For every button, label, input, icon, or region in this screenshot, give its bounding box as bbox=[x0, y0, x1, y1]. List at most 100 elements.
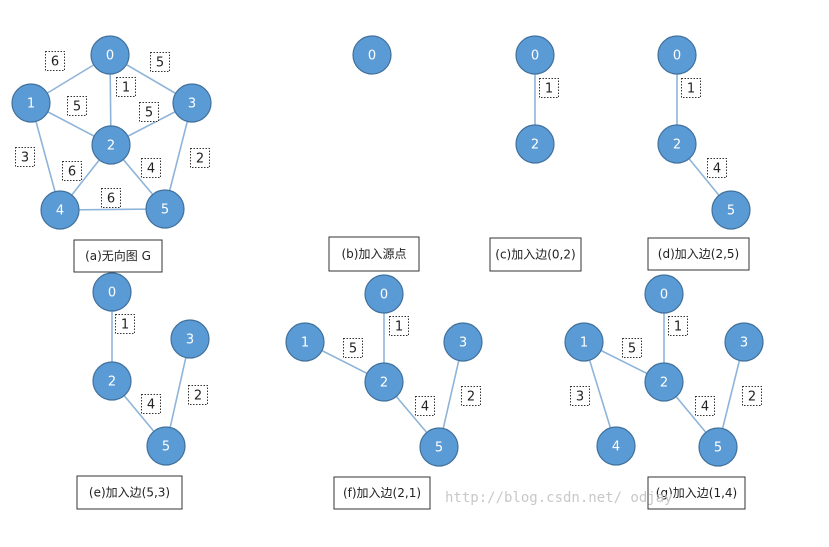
node-1: 1 bbox=[564, 322, 604, 362]
weight-box-frame bbox=[116, 77, 136, 97]
node-label: 0 bbox=[106, 49, 114, 64]
node-2: 2 bbox=[364, 362, 404, 402]
weight-box-0-2: 1 bbox=[668, 316, 688, 336]
node-circle bbox=[698, 427, 738, 467]
caption-label: (b)加入源点 bbox=[342, 247, 407, 261]
node-0: 0 bbox=[90, 35, 130, 75]
node-label: 2 bbox=[673, 138, 681, 153]
node-label: 0 bbox=[531, 49, 539, 64]
node-circle bbox=[515, 35, 555, 75]
weight-box-1-4: 3 bbox=[15, 147, 35, 167]
weight-box-3-5: 2 bbox=[461, 386, 481, 406]
node-label: 5 bbox=[161, 203, 169, 218]
caption-frame bbox=[73, 239, 163, 273]
weight-label: 4 bbox=[421, 400, 429, 415]
node-1: 1 bbox=[285, 322, 325, 362]
node-circle bbox=[711, 190, 751, 230]
node-circle bbox=[11, 83, 51, 123]
node-5: 5 bbox=[698, 427, 738, 467]
node-3: 3 bbox=[724, 322, 764, 362]
weight-box-3-5: 2 bbox=[742, 386, 762, 406]
node-5: 5 bbox=[145, 189, 185, 229]
weight-box-frame bbox=[141, 394, 161, 414]
weight-label: 6 bbox=[68, 165, 76, 180]
node-label: 4 bbox=[56, 204, 64, 219]
weight-box-frame bbox=[622, 338, 642, 358]
node-label: 0 bbox=[380, 288, 388, 303]
node-label: 2 bbox=[107, 139, 115, 154]
weight-label: 5 bbox=[156, 56, 164, 71]
caption-label: (f)加入边(2,1) bbox=[343, 486, 421, 500]
weight-label: 5 bbox=[145, 106, 153, 121]
node-circle bbox=[657, 35, 697, 75]
node-1: 1 bbox=[11, 83, 51, 123]
node-label: 2 bbox=[660, 376, 668, 391]
node-5: 5 bbox=[146, 426, 186, 466]
node-circle bbox=[285, 322, 325, 362]
node-circle bbox=[352, 35, 392, 75]
caption-b: (b)加入源点 bbox=[328, 236, 420, 272]
caption-label: (a)无向图 G bbox=[85, 248, 151, 263]
weight-box-frame bbox=[141, 158, 161, 178]
node-label: 1 bbox=[580, 336, 588, 351]
weight-label: 2 bbox=[194, 389, 202, 404]
node-2: 2 bbox=[644, 362, 684, 402]
node-circle bbox=[724, 322, 764, 362]
node-label: 0 bbox=[368, 49, 376, 64]
node-circle bbox=[657, 124, 697, 164]
weight-box-3-5: 2 bbox=[190, 148, 210, 168]
weight-box-0-3: 5 bbox=[150, 52, 170, 72]
weight-box-2-5: 4 bbox=[141, 394, 161, 414]
weight-box-0-2: 1 bbox=[116, 77, 136, 97]
weight-box-0-1: 6 bbox=[45, 51, 65, 71]
caption-c: (c)加入边(0,2) bbox=[489, 237, 582, 272]
node-0: 0 bbox=[92, 272, 132, 312]
weight-label: 1 bbox=[395, 320, 403, 335]
node-circle bbox=[40, 190, 80, 230]
panel-c: 10 2 (c)加入边(0,2) bbox=[489, 35, 582, 272]
node-circle bbox=[364, 274, 404, 314]
weight-label: 1 bbox=[121, 318, 129, 333]
weight-label: 1 bbox=[122, 81, 130, 96]
caption-f: (f)加入边(2,1) bbox=[333, 476, 431, 510]
node-label: 5 bbox=[435, 441, 443, 456]
weight-label: 2 bbox=[467, 390, 475, 405]
weight-box-0-2: 1 bbox=[539, 78, 559, 98]
node-label: 1 bbox=[301, 336, 309, 351]
node-label: 2 bbox=[531, 138, 539, 153]
weight-label: 4 bbox=[713, 162, 721, 177]
node-label: 3 bbox=[188, 97, 196, 112]
weight-box-frame bbox=[415, 396, 435, 416]
node-label: 3 bbox=[186, 333, 194, 348]
caption-frame bbox=[328, 236, 420, 272]
caption-a: (a)无向图 G bbox=[73, 239, 163, 273]
node-0: 0 bbox=[515, 35, 555, 75]
caption-frame bbox=[333, 476, 431, 510]
node-3: 3 bbox=[170, 319, 210, 359]
weight-box-0-2: 1 bbox=[681, 78, 701, 98]
weight-box-frame bbox=[45, 51, 65, 71]
caption-label: (d)加入边(2,5) bbox=[658, 247, 739, 261]
weight-label: 4 bbox=[147, 162, 155, 177]
weight-box-2-5: 4 bbox=[415, 396, 435, 416]
weight-box-frame bbox=[681, 78, 701, 98]
weight-box-frame bbox=[742, 386, 762, 406]
weight-label: 5 bbox=[73, 100, 81, 115]
node-circle bbox=[596, 426, 636, 466]
node-4: 4 bbox=[596, 426, 636, 466]
caption-label: (e)加入边(5,3) bbox=[89, 486, 170, 500]
weight-box-1-2: 5 bbox=[622, 338, 642, 358]
node-5: 5 bbox=[419, 427, 459, 467]
weight-label: 3 bbox=[21, 151, 29, 166]
node-label: 5 bbox=[162, 440, 170, 455]
node-circle bbox=[170, 319, 210, 359]
node-0: 0 bbox=[657, 35, 697, 75]
node-0: 0 bbox=[352, 35, 392, 75]
weight-box-frame bbox=[62, 161, 82, 181]
weight-box-1-2: 5 bbox=[67, 96, 87, 116]
